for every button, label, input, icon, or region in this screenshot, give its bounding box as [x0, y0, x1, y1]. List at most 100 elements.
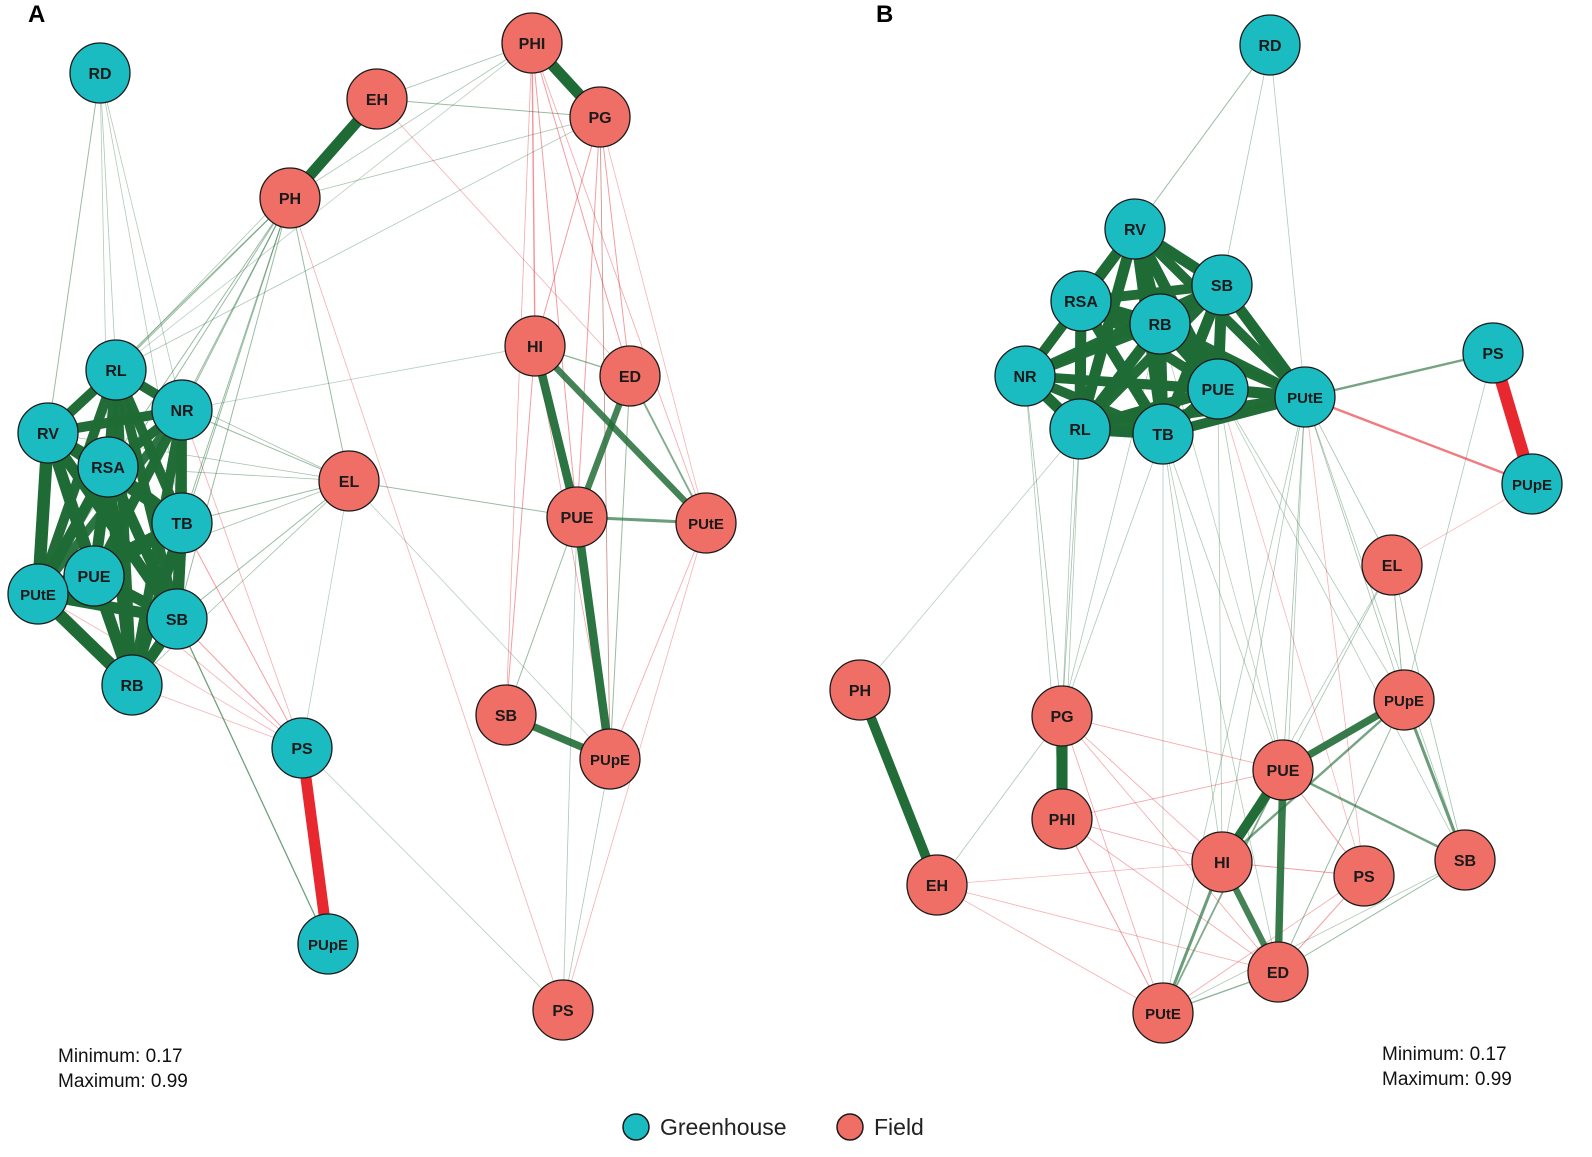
- node-circle: [85, 339, 147, 401]
- node-greenhouse-ps: PS: [271, 717, 333, 779]
- node-circle: [1132, 403, 1194, 465]
- node-greenhouse-rl: RL: [1049, 398, 1111, 460]
- node-field-ed: ED: [599, 345, 661, 407]
- node-greenhouse-nr: NR: [151, 379, 213, 441]
- edge-g_RV-g_RL: [1074, 223, 1141, 435]
- node-label: RV: [1124, 222, 1146, 239]
- edge-f_PUpE-f_PS: [562, 758, 611, 1011]
- node-label: PUpE: [590, 752, 630, 769]
- edge-f_PUtE-g_PUtE: [1162, 396, 1306, 1014]
- node-label: EH: [926, 878, 948, 895]
- node-label: PUE: [561, 510, 594, 527]
- edge-f_PG-f_ED: [599, 116, 631, 377]
- node-circle: [475, 684, 537, 746]
- edge-f_PHI-f_ED: [1061, 818, 1279, 973]
- node-field-pupe: PUpE: [1373, 669, 1435, 731]
- node-greenhouse-pute: PUtE: [7, 563, 69, 625]
- node-label: PH: [279, 191, 301, 208]
- node-circle: [346, 68, 408, 130]
- edge-f_SB-f_PUtE: [1162, 859, 1466, 1014]
- node-circle: [151, 492, 213, 554]
- node-circle: [1187, 358, 1249, 420]
- edge-f_PUE-f_ED: [1274, 766, 1287, 976]
- edge-g_RD-g_SB: [1221, 44, 1271, 286]
- node-field-pute: PUtE: [1132, 982, 1194, 1044]
- node-label: SB: [1454, 853, 1476, 870]
- node-label: TB: [171, 516, 192, 533]
- node-circle: [532, 979, 594, 1041]
- edge-f_HI-g_PUE: [1217, 388, 1223, 863]
- node-label: PUtE: [20, 587, 56, 604]
- edge-f_EH-f_PUtE: [936, 884, 1164, 1014]
- edge-f_EL-g_SB: [176, 480, 350, 620]
- edge-f_PUtE-f_PUpE: [609, 522, 707, 760]
- node-field-el: EL: [318, 450, 380, 512]
- edge-f_PG-f_HI: [1061, 715, 1223, 863]
- node-field-pue: PUE: [546, 486, 608, 548]
- edge-f_HI-g_PUtE: [1221, 396, 1306, 863]
- edge-f_EH-f_ED: [376, 98, 631, 377]
- node-circle: [1104, 198, 1166, 260]
- edge-g_NR-g_RB: [127, 405, 187, 690]
- node-circle: [675, 492, 737, 554]
- edge-f_SB-g_PUE: [1217, 388, 1466, 861]
- edge-f_PUpE-g_PUtE: [1304, 396, 1405, 701]
- edge-f_PG-g_TB: [1061, 433, 1164, 717]
- node-field-ps: PS: [532, 979, 594, 1041]
- node-field-ph: PH: [259, 167, 321, 229]
- node-greenhouse-nr: NR: [994, 345, 1056, 407]
- node-label: PG: [1050, 709, 1073, 726]
- edge-f_PH-f_EH: [855, 685, 942, 890]
- edge-f_PHI-f_PUE: [1061, 769, 1284, 820]
- node-circle: [994, 345, 1056, 407]
- edge-f_PG-f_PUE: [576, 116, 601, 518]
- node-field-hi: HI: [1191, 831, 1253, 893]
- node-label: EH: [366, 92, 388, 109]
- node-label: ED: [619, 369, 641, 386]
- edge-g_NR-g_PS: [181, 409, 303, 749]
- edge-f_PG-f_HI: [534, 116, 601, 347]
- edge-f_EH-f_PG: [936, 715, 1063, 886]
- node-circle: [146, 588, 208, 650]
- edge-g_RD-g_NR: [99, 72, 183, 411]
- edge-f_PG-g_RL: [1061, 428, 1081, 717]
- node-circle: [63, 545, 125, 607]
- node-label: EL: [1382, 558, 1403, 575]
- node-greenhouse-tb: TB: [1132, 403, 1194, 465]
- node-label: SB: [166, 612, 188, 629]
- node-label: PUpE: [1512, 477, 1552, 494]
- node-circle: [1274, 366, 1336, 428]
- edge-f_PUE-f_SB: [1281, 768, 1467, 862]
- panel-a-letter: A: [28, 1, 45, 28]
- edge-f_ED-g_TB: [1162, 433, 1279, 973]
- node-label: PS: [291, 741, 313, 758]
- node-label: RV: [37, 426, 59, 443]
- node-label: PS: [552, 1003, 574, 1020]
- node-circle: [579, 728, 641, 790]
- edge-f_PUE-g_PUtE: [1282, 396, 1306, 771]
- node-field-pupe: PUpE: [579, 728, 641, 790]
- edge-f_PH-f_PHI: [289, 42, 533, 199]
- edge-f_PH-g_RL: [859, 428, 1081, 691]
- edge-f_HI-g_NR: [181, 345, 536, 411]
- edge-f_PUE-f_SB: [505, 516, 578, 716]
- node-circle: [1501, 453, 1563, 515]
- node-label: EL: [339, 474, 360, 491]
- node-label: PH: [849, 683, 871, 700]
- edge-f_EL-g_PS: [301, 480, 350, 749]
- node-greenhouse-rd: RD: [1239, 14, 1301, 76]
- edge-f_PHI-f_ED: [531, 42, 631, 377]
- node-label: NR: [1013, 369, 1037, 386]
- node-greenhouse-tb: TB: [151, 492, 213, 554]
- node-field-ed: ED: [1247, 941, 1309, 1003]
- legend-greenhouse-swatch: [622, 1113, 650, 1141]
- node-label: ED: [1267, 965, 1289, 982]
- node-circle: [829, 659, 891, 721]
- node-label: PUE: [78, 569, 111, 586]
- node-circle: [1247, 941, 1309, 1003]
- edge-f_PG-f_ED: [1061, 715, 1279, 973]
- edge-f_PH-f_PG: [289, 116, 601, 199]
- node-greenhouse-sb: SB: [1191, 254, 1253, 316]
- edge-f_PS-g_PUtE: [1304, 396, 1365, 877]
